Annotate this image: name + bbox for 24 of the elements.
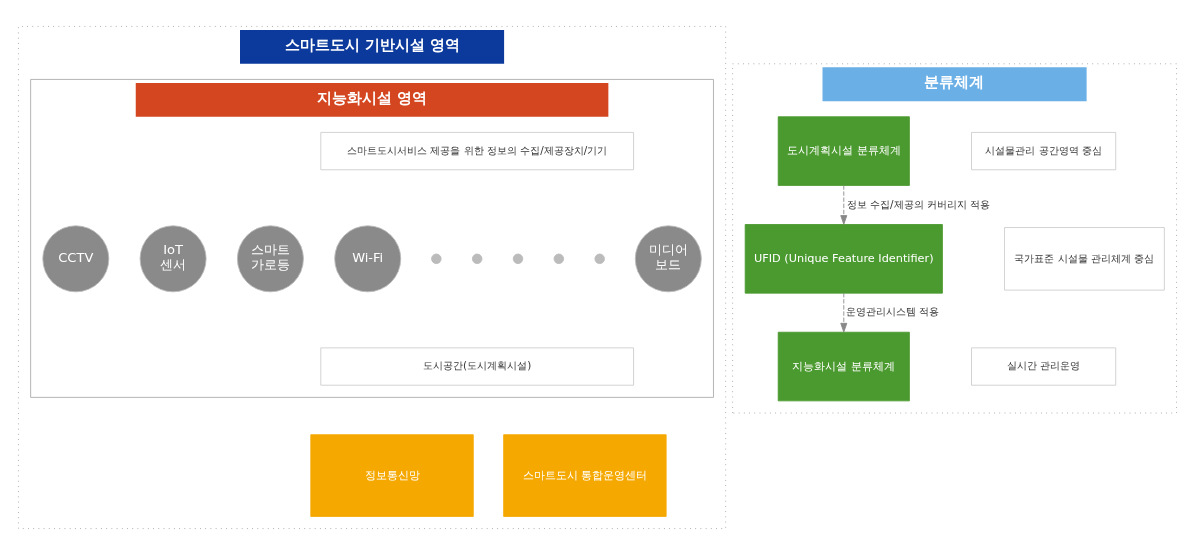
node-box: 스마트도시서비스 제공을 위한 정보의 수집/제공장치/기기 <box>320 132 634 171</box>
node-circle <box>471 253 483 265</box>
node-circle <box>512 253 524 265</box>
node-circle: 미디어 보드 <box>634 225 702 293</box>
edge-label: 운영관리시스템 적용 <box>845 305 940 318</box>
node-circle: CCTV <box>42 225 110 293</box>
arrow <box>840 292 848 333</box>
node-circle <box>553 253 565 265</box>
node-box: 국가표준 시설물 관리체계 중심 <box>1004 227 1165 291</box>
node-circle: IoT 센서 <box>139 225 207 293</box>
node-box: 실시간 관리운영 <box>971 347 1117 386</box>
node-box: 시설물관리 공간영역 중심 <box>971 132 1117 171</box>
node-box: UFID (Unique Feature Identifier) <box>744 224 943 294</box>
node-circle <box>594 253 605 265</box>
node-box: 지능화시설 분류체계 <box>777 331 910 402</box>
node-circle: 스마트 가로등 <box>236 225 304 293</box>
node-box: 도시계획시설 분류체계 <box>777 116 910 186</box>
node-circle <box>431 253 442 265</box>
node-circle: Wi-Fi <box>334 225 402 293</box>
edge-label: 정보 수집/제공의 커버리지 적용 <box>846 197 991 210</box>
node-box: 스마트도시 통합운영센터 <box>503 434 667 517</box>
node-box: 정보통신망 <box>310 434 474 517</box>
arrow <box>840 185 848 225</box>
node-box: 도시공간(도시계획시설) <box>320 347 634 386</box>
